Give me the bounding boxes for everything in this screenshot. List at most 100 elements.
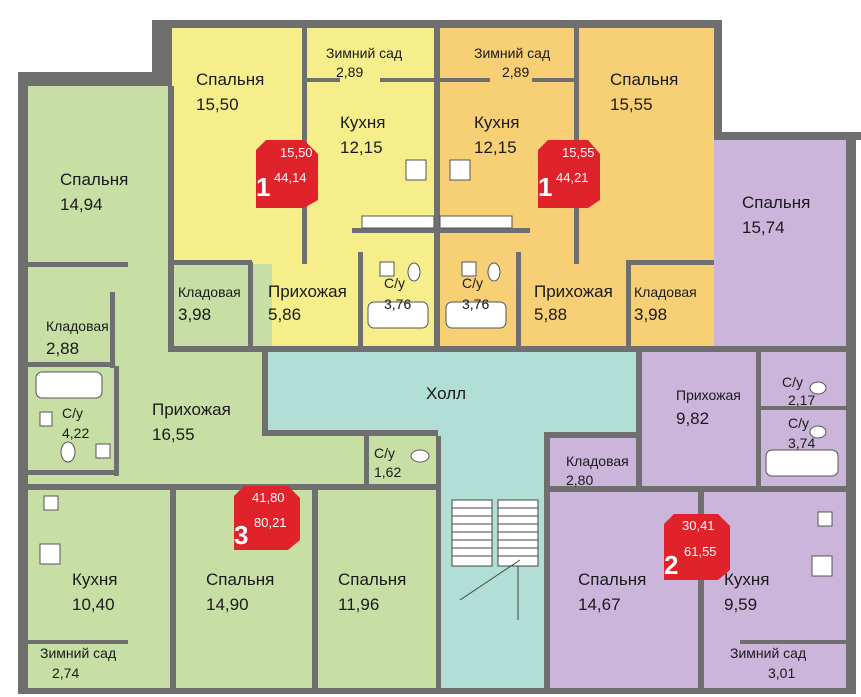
room-name-bed-b: Спальня xyxy=(610,70,678,89)
wall-d-bath-mid xyxy=(756,406,846,410)
wall-c-garden xyxy=(28,640,128,644)
room-name-bath-d1: С/у xyxy=(782,374,803,390)
room-area-bath-c2: 1,62 xyxy=(374,464,401,480)
wall-c-bath-side xyxy=(114,366,119,476)
wall-c-store-side xyxy=(110,292,115,368)
room-name-common-hall: Холл xyxy=(426,384,466,403)
wall-c-east-upper xyxy=(168,86,174,352)
room-name-bed-c3: Спальня xyxy=(338,570,406,589)
room-name-kitchen-b: Кухня xyxy=(474,113,520,132)
sink-icon xyxy=(43,495,59,511)
room-fill-hall-c-ext xyxy=(272,430,440,490)
wall-east-top xyxy=(714,132,861,140)
room-area-hall-c: 16,55 xyxy=(152,425,195,444)
wall-d-bath-west xyxy=(756,352,761,488)
wall-c-bed-south xyxy=(28,262,128,267)
room-area-bed-b: 15,55 xyxy=(610,95,653,114)
badge-living-area: 41,80 xyxy=(252,490,285,505)
room-labels: Спальня 15,50 Зимний сад 2,89 Кухня 12,1… xyxy=(40,45,815,681)
stair-flight-2 xyxy=(497,499,539,567)
bathtub-icon xyxy=(35,371,103,399)
room-name-hall-d: Прихожая xyxy=(676,387,741,403)
stair-diagonal xyxy=(459,559,521,601)
toilet-icon xyxy=(410,449,430,463)
apartment-badge-c: 41,80 3 80,21 xyxy=(234,486,300,550)
room-area-bed-a: 15,50 xyxy=(196,95,239,114)
room-name-hall-a: Прихожая xyxy=(268,282,347,301)
staircase xyxy=(451,499,539,620)
room-area-store-b: 3,98 xyxy=(634,305,667,324)
wall-south xyxy=(18,688,856,694)
fixtures xyxy=(35,159,839,577)
room-name-bath-c1: С/у xyxy=(62,405,83,421)
sink-icon xyxy=(817,511,833,527)
room-area-bed-c1: 14,94 xyxy=(60,195,103,214)
room-name-garden-a: Зимний сад xyxy=(326,45,402,61)
wall-c-kitchen-bed xyxy=(170,490,176,690)
room-area-garden-b: 2,89 xyxy=(502,64,529,80)
room-area-garden-d: 3,01 xyxy=(768,665,795,681)
sink-icon xyxy=(95,443,111,459)
toilet-icon xyxy=(809,381,827,395)
room-name-bed-c1: Спальня xyxy=(60,170,128,189)
bathtub-icon xyxy=(367,301,429,329)
wall-ab-south xyxy=(172,346,714,352)
room-name-store-a: Кладовая xyxy=(178,284,241,300)
badge-total-area: 44,21 xyxy=(556,170,589,185)
badge-shape xyxy=(664,514,730,580)
room-fill-bed-d1 xyxy=(714,140,846,350)
wall-d-south xyxy=(548,486,846,492)
room-fill-kitchen-a xyxy=(306,80,434,230)
apartment-badge-d: 30,41 2 61,55 xyxy=(664,514,730,580)
room-area-bed-c3: 11,96 xyxy=(338,595,379,614)
wall-c-bath-bottom xyxy=(28,470,118,475)
badge-living-area: 15,55 xyxy=(562,145,595,160)
room-name-kitchen-c: Кухня xyxy=(72,570,118,589)
wall-d-bed-kitchen xyxy=(698,492,704,690)
apartment-c xyxy=(28,86,440,690)
toilet-icon xyxy=(60,441,76,463)
room-name-store-d: Кладовая xyxy=(566,453,629,469)
badge-living-area: 15,50 xyxy=(280,145,313,160)
badge-shape xyxy=(538,140,600,208)
stove-icon xyxy=(811,555,833,577)
room-area-bath-d2: 3,74 xyxy=(788,435,815,451)
toilet-icon xyxy=(809,425,827,439)
wall-a-store-top xyxy=(172,260,252,265)
room-name-bath-a: С/у xyxy=(384,275,405,291)
apartment-badge-a: 15,50 1 44,14 xyxy=(256,140,318,208)
room-area-kitchen-d: 9,59 xyxy=(724,595,757,614)
badge-shape xyxy=(256,140,318,208)
wall-nw-west xyxy=(152,20,172,86)
wall-a-garden xyxy=(306,78,340,82)
wall-b-garden-2 xyxy=(532,78,578,82)
apartment-badge-b: 15,55 1 44,21 xyxy=(538,140,600,208)
stair-flight xyxy=(451,499,493,567)
room-name-bath-c2: С/у xyxy=(374,445,395,461)
room-area-bed-d2: 14,67 xyxy=(578,595,621,614)
room-name-hall-b: Прихожая xyxy=(534,282,613,301)
room-name-kitchen-a: Кухня xyxy=(340,113,386,132)
sink-icon xyxy=(461,261,477,277)
wall-c-store-bottom xyxy=(28,362,112,367)
wall-c-hall-west xyxy=(262,352,268,436)
wall-b-garden xyxy=(440,78,490,82)
room-name-store-b: Кладовая xyxy=(634,284,697,300)
room-area-kitchen-a: 12,15 xyxy=(340,138,383,157)
room-name-garden-c: Зимний сад xyxy=(40,645,116,661)
badge-room-count: 3 xyxy=(234,520,248,550)
wall-d-store-top xyxy=(544,432,640,438)
wall-c-hall-ext-top xyxy=(262,430,438,436)
wall-a-bath xyxy=(358,252,363,348)
wall-stair-west xyxy=(436,436,441,690)
badge-room-count: 2 xyxy=(664,550,678,580)
room-name-bed-d1: Спальня xyxy=(742,193,810,212)
wall-d-bed-south xyxy=(714,346,846,352)
room-area-hall-a: 5,86 xyxy=(268,305,301,324)
badge-shape xyxy=(234,486,300,550)
room-area-store-d: 2,80 xyxy=(566,472,593,488)
sink-icon xyxy=(39,411,53,427)
room-name-hall-c: Прихожая xyxy=(152,400,231,419)
apartment-d xyxy=(548,140,846,690)
room-area-bath-d1: 2,17 xyxy=(788,392,815,408)
